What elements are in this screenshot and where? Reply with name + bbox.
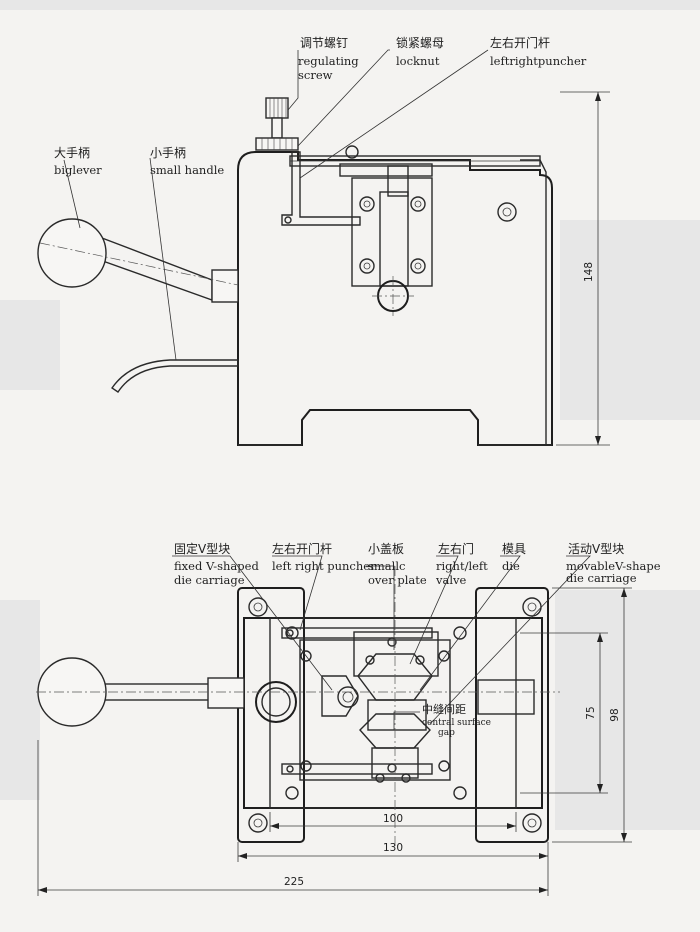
machine-body	[237, 151, 553, 446]
label-small-handle-cn: 小手柄	[150, 146, 186, 160]
label-regulating-screw-cn: 调节螺钉	[300, 36, 348, 50]
puncher-rod-top	[281, 627, 433, 639]
label-valve-en-2: valve	[435, 573, 467, 587]
label-fixed-v-cn: 固定V型块	[174, 541, 230, 556]
dimension-225: 225	[37, 740, 549, 896]
dimension-130: 130	[237, 842, 549, 862]
label-big-lever-cn: 大手柄	[54, 146, 90, 160]
label-movable-v-cn: 活动V型块	[568, 542, 624, 556]
label-cover-plate-cn: 小盖板	[368, 542, 404, 556]
label-leftright-puncher-cn: 左右开门杆	[490, 35, 550, 50]
label-gap-cn: 中缝间距	[422, 702, 466, 716]
label-locknut-cn: 锁紧螺母	[396, 35, 444, 50]
big-lever-plan	[36, 657, 560, 727]
label-left-right-puncher-cn: 左右开门杆	[272, 541, 332, 556]
side-elevation-view: 148	[37, 49, 610, 446]
dim-148: 148	[583, 262, 595, 282]
label-valve-en-1: right/left	[436, 559, 488, 573]
die-carriage-assembly	[339, 145, 517, 287]
label-regulating-screw-en-2: screw	[298, 68, 333, 82]
label-gap-en-2: gap	[438, 728, 455, 738]
dimension-98: 98	[552, 587, 632, 843]
locknut	[255, 137, 299, 151]
label-big-lever-en: biglever	[54, 163, 102, 177]
puncher-rod-bottom	[281, 763, 433, 775]
label-die-cn: 模具	[502, 542, 526, 556]
background-bleed	[0, 0, 700, 830]
label-cover-plate-en-1: smallc	[368, 559, 405, 573]
label-valve-cn: 左右门	[438, 541, 474, 556]
label-left-right-puncher-en: left right puncher	[272, 559, 376, 573]
left-base-plate	[237, 587, 305, 843]
label-fixed-v-en-1: fixed V-shaped	[174, 559, 259, 573]
right-base-plate	[475, 587, 549, 843]
label-small-handle-en: small handle	[150, 163, 224, 177]
label-locknut-en: locknut	[396, 54, 440, 68]
dim-98: 98	[609, 708, 621, 721]
big-lever	[37, 218, 239, 303]
label-leftright-puncher-en: leftrightpuncher	[490, 54, 587, 68]
dimension-75: 75	[520, 632, 608, 794]
label-regulating-screw-en-1: regulating	[298, 54, 359, 68]
label-movable-v-en-2: die carriage	[566, 571, 637, 585]
label-cover-plate-en-2: over plate	[368, 573, 427, 587]
regulating-screw	[265, 97, 289, 139]
dim-75: 75	[585, 706, 597, 719]
dimension-100: 100	[269, 812, 517, 832]
label-die-en: die	[502, 559, 520, 573]
dim-100: 100	[383, 813, 403, 825]
dimension-height: 148	[556, 91, 610, 446]
fixed-v-block	[321, 675, 359, 717]
label-fixed-v-en-2: die carriage	[174, 573, 245, 587]
small-handle	[111, 359, 239, 393]
left-right-puncher-rod	[281, 151, 361, 226]
label-gap-en-1: central surface	[422, 718, 491, 728]
dim-225: 225	[284, 876, 304, 888]
label-movable-v-en-1: movableV-shape	[566, 559, 661, 573]
dim-130: 130	[383, 842, 403, 854]
plan-view: 75 98 100 130	[36, 555, 632, 896]
